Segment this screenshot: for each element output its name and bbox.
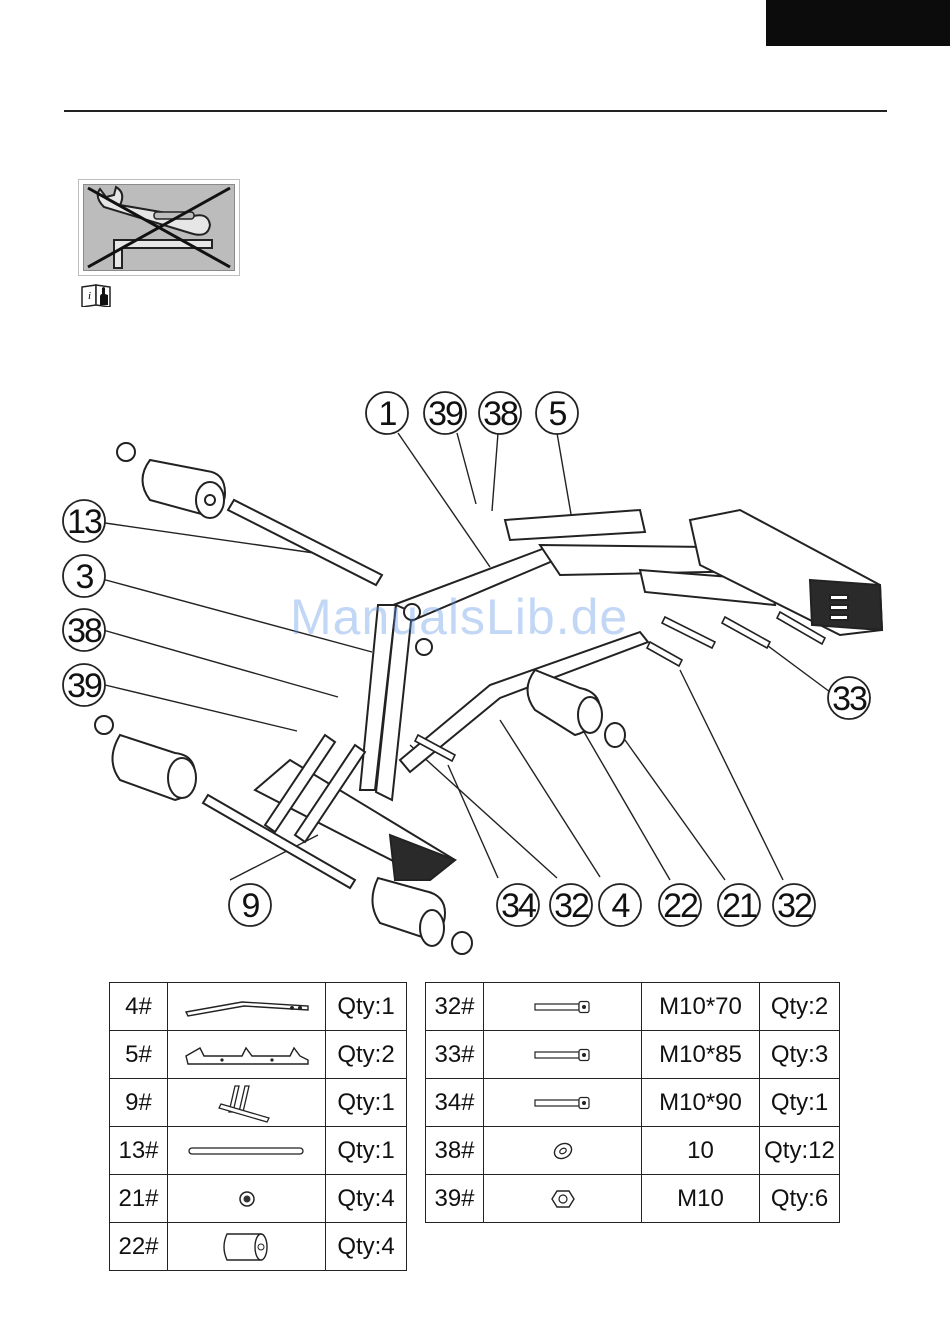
part-id: 22#: [110, 1223, 168, 1271]
bolt-icon: [484, 1079, 642, 1127]
part-id: 34#: [426, 1079, 484, 1127]
table-row: 34# M10*90 Qty:1: [426, 1079, 840, 1127]
leg-lever-icon: [168, 1079, 326, 1127]
part-qty: Qty:2: [326, 1031, 407, 1079]
svg-text:i: i: [88, 290, 91, 302]
svg-text:1: 1: [379, 395, 397, 433]
svg-text:38: 38: [67, 612, 102, 650]
parts-table-right: 32# M10*70 Qty:2 33# M10*85 Qty:3 34# M1…: [425, 982, 840, 1223]
callout-4: 4: [599, 884, 641, 926]
callout-22: 22: [659, 884, 701, 926]
part-id: 33#: [426, 1031, 484, 1079]
part-id: 13#: [110, 1127, 168, 1175]
foam-roller-lower-right: [528, 670, 626, 747]
header-rule: [64, 110, 887, 112]
callout-5: 5: [536, 392, 578, 434]
pad-holder-bracket-icon: [168, 1031, 326, 1079]
section-tab: [766, 0, 950, 46]
svg-text:22: 22: [663, 887, 698, 925]
bolts-33: [647, 612, 825, 666]
part-qty: Qty:4: [326, 1175, 407, 1223]
part-id: 4#: [110, 983, 168, 1031]
nut-icon: [484, 1175, 642, 1223]
callout-9: 9: [229, 884, 271, 926]
assembly-diagram: 1 39 38 5 13 3 38 39 33 9 34 32 4 22 21 …: [0, 380, 950, 970]
part-id: 21#: [110, 1175, 168, 1223]
svg-text:3: 3: [76, 558, 94, 596]
read-manual-icon: i: [80, 283, 114, 307]
washer-icon: [484, 1127, 642, 1175]
parts-table-left: 4# Qty:1 5# Qty:2 9# Qty:1 13# Qty:1 21#…: [109, 982, 407, 1271]
callout-32-mid: 32: [550, 884, 592, 926]
callout-21: 21: [718, 884, 760, 926]
svg-text:5: 5: [549, 395, 567, 433]
axle-rod-icon: [168, 1127, 326, 1175]
svg-text:4: 4: [612, 887, 630, 925]
part-size: M10*70: [642, 983, 760, 1031]
callout-39-left: 39: [63, 664, 105, 706]
table-row: 38# 10 Qty:12: [426, 1127, 840, 1175]
table-row: 33# M10*85 Qty:3: [426, 1031, 840, 1079]
part-qty: Qty:1: [326, 1079, 407, 1127]
bolt-icon: [484, 1031, 642, 1079]
table-row: 22# Qty:4: [110, 1223, 407, 1271]
part-qty: Qty:6: [760, 1175, 840, 1223]
part-qty: Qty:3: [760, 1031, 840, 1079]
part-id: 5#: [110, 1031, 168, 1079]
part-size: 10: [642, 1127, 760, 1175]
part-qty: Qty:1: [326, 983, 407, 1031]
svg-text:32: 32: [777, 887, 812, 925]
callout-32-right: 32: [773, 884, 815, 926]
frame-tube-icon: [168, 983, 326, 1031]
part-qty: Qty:2: [760, 983, 840, 1031]
svg-text:9: 9: [242, 887, 260, 925]
axle-rod-13: [228, 500, 382, 585]
part-qty: Qty:1: [326, 1127, 407, 1175]
wrench-allen-key-crossed-icon: [83, 184, 235, 271]
svg-text:38: 38: [483, 395, 518, 433]
svg-text:39: 39: [428, 395, 463, 433]
callout-13: 13: [63, 500, 105, 542]
part-size: M10*85: [642, 1031, 760, 1079]
foam-roller-icon: [168, 1223, 326, 1271]
table-row: 21# Qty:4: [110, 1175, 407, 1223]
part-qty: Qty:12: [760, 1127, 840, 1175]
part-qty: Qty:4: [326, 1223, 407, 1271]
svg-text:21: 21: [722, 887, 757, 925]
callout-38-left: 38: [63, 609, 105, 651]
svg-text:13: 13: [67, 503, 102, 541]
svg-text:34: 34: [501, 887, 536, 925]
bolt-icon: [484, 983, 642, 1031]
callout-38-top: 38: [479, 392, 521, 434]
table-row: 4# Qty:1: [110, 983, 407, 1031]
watermark: ManualsLib.de: [290, 588, 628, 646]
part-id: 38#: [426, 1127, 484, 1175]
callout-39-top: 39: [424, 392, 466, 434]
table-row: 9# Qty:1: [110, 1079, 407, 1127]
end-cap-icon: [168, 1175, 326, 1223]
svg-text:33: 33: [832, 680, 867, 718]
no-tools-icon-frame: [78, 179, 240, 276]
part-id: 39#: [426, 1175, 484, 1223]
foam-roller-bottom: [372, 878, 472, 954]
svg-text:32: 32: [554, 887, 589, 925]
svg-text:39: 39: [67, 667, 102, 705]
part-id: 32#: [426, 983, 484, 1031]
foam-roller-top-left: [117, 443, 225, 518]
table-row: 39# M10 Qty:6: [426, 1175, 840, 1223]
part-size: M10: [642, 1175, 760, 1223]
table-row: 5# Qty:2: [110, 1031, 407, 1079]
part-id: 9#: [110, 1079, 168, 1127]
table-row: 13# Qty:1: [110, 1127, 407, 1175]
callout-34: 34: [497, 884, 539, 926]
table-row: 32# M10*70 Qty:2: [426, 983, 840, 1031]
callout-3: 3: [63, 555, 105, 597]
callout-1: 1: [366, 392, 408, 434]
part-qty: Qty:1: [760, 1079, 840, 1127]
callout-33: 33: [828, 677, 870, 719]
part-size: M10*90: [642, 1079, 760, 1127]
